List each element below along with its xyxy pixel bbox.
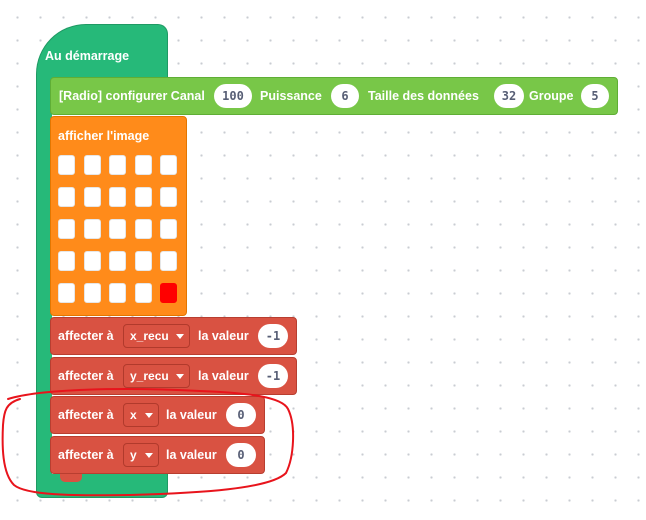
set-suffix-label: la valeur (166, 408, 217, 422)
led-cell[interactable] (160, 187, 177, 207)
set-block-x-recu[interactable]: affecter à x_recu la valeur -1 (50, 317, 297, 355)
led-cell[interactable] (58, 283, 75, 303)
set-prefix-label: affecter à (58, 408, 114, 422)
led-cell[interactable] (83, 187, 101, 207)
led-cell[interactable] (134, 251, 152, 271)
led-cell[interactable] (109, 187, 126, 207)
set-block-y[interactable]: affecter à y la valeur 0 (50, 436, 265, 474)
data-size-input[interactable]: 32 (494, 84, 524, 108)
group-input[interactable]: 5 (581, 84, 609, 108)
variable-dropdown-y[interactable]: y (123, 443, 159, 467)
group-label: Groupe (529, 89, 574, 103)
set-suffix-label: la valeur (166, 448, 217, 462)
radio-config-label: [Radio] configurer Canal (59, 89, 205, 103)
led-cell[interactable] (83, 251, 101, 271)
power-input[interactable]: 6 (331, 84, 359, 108)
led-cell[interactable] (134, 219, 152, 239)
set-prefix-label: affecter à (58, 448, 114, 462)
led-cell[interactable] (134, 283, 152, 303)
data-size-label: Taille des données (368, 89, 479, 103)
set-prefix-label: affecter à (58, 329, 114, 343)
chevron-down-icon (145, 413, 153, 418)
led-cell[interactable] (83, 155, 101, 175)
led-cell[interactable] (109, 155, 126, 175)
on-start-block-body (36, 78, 52, 480)
led-cell[interactable] (134, 187, 152, 207)
value-input[interactable]: -1 (258, 324, 288, 348)
led-cell[interactable] (160, 283, 177, 303)
set-suffix-label: la valeur (198, 369, 249, 383)
set-block-x[interactable]: affecter à x la valeur 0 (50, 396, 265, 434)
led-cell[interactable] (109, 219, 126, 239)
chevron-down-icon (176, 374, 184, 379)
radio-config-block[interactable]: [Radio] configurer Canal 100 Puissance 6… (50, 77, 618, 115)
variable-name: x_recu (130, 329, 169, 343)
led-cell[interactable] (160, 155, 177, 175)
led-cell[interactable] (83, 219, 101, 239)
led-cell[interactable] (58, 187, 75, 207)
variable-dropdown-x-recu[interactable]: x_recu (123, 324, 190, 348)
value-input[interactable]: -1 (258, 364, 288, 388)
on-start-label: Au démarrage (45, 49, 130, 63)
block-notch (60, 474, 82, 482)
on-start-block[interactable] (36, 24, 168, 80)
value-input[interactable]: 0 (226, 403, 256, 427)
variable-name: y (130, 448, 137, 462)
led-cell[interactable] (160, 219, 177, 239)
set-suffix-label: la valeur (198, 329, 249, 343)
power-label: Puissance (260, 89, 322, 103)
on-start-block-footer (36, 474, 168, 498)
led-cell[interactable] (58, 219, 75, 239)
led-cell[interactable] (109, 251, 126, 271)
variable-dropdown-y-recu[interactable]: y_recu (123, 364, 190, 388)
led-cell[interactable] (83, 283, 101, 303)
show-image-label: afficher l'image (58, 129, 150, 143)
show-image-block[interactable]: afficher l'image (50, 116, 187, 316)
value-input[interactable]: 0 (226, 443, 256, 467)
led-cell[interactable] (109, 283, 126, 303)
channel-input[interactable]: 100 (214, 84, 252, 108)
led-cell[interactable] (134, 155, 152, 175)
chevron-down-icon (145, 453, 153, 458)
variable-name: y_recu (130, 369, 169, 383)
set-prefix-label: affecter à (58, 369, 114, 383)
led-cell[interactable] (160, 251, 177, 271)
chevron-down-icon (176, 334, 184, 339)
variable-name: x (130, 408, 137, 422)
set-block-y-recu[interactable]: affecter à y_recu la valeur -1 (50, 357, 297, 395)
variable-dropdown-x[interactable]: x (123, 403, 159, 427)
led-cell[interactable] (58, 251, 75, 271)
led-cell[interactable] (58, 155, 75, 175)
